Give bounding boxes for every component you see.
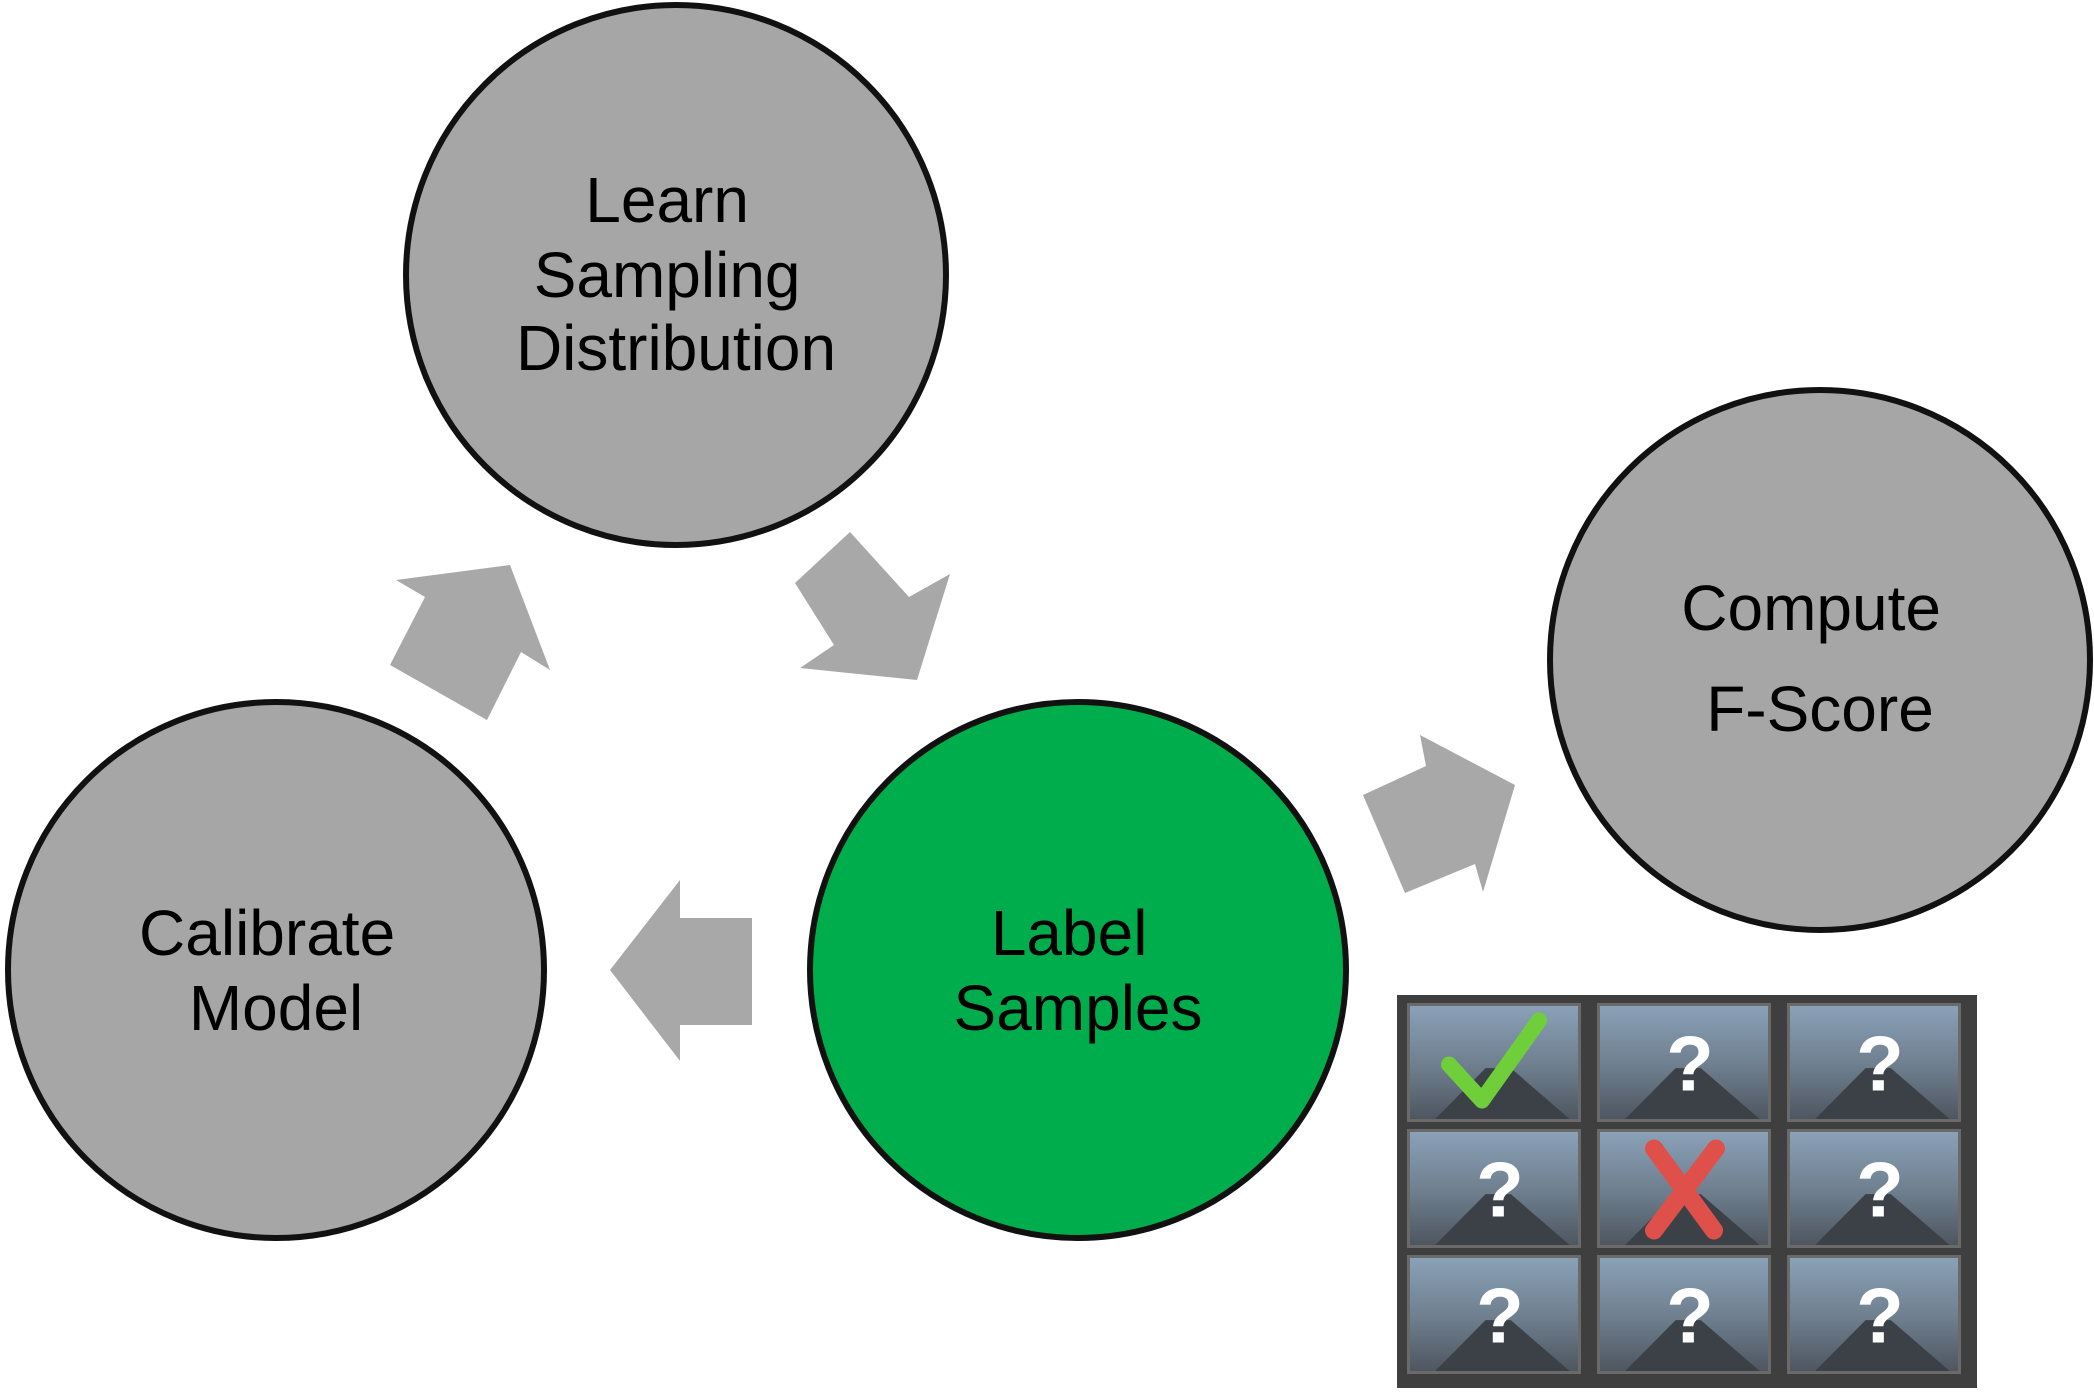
sample-thumbnail: ? <box>1787 1129 1961 1248</box>
road-shape <box>1815 1320 1950 1371</box>
question-icon: ? <box>1856 1020 1904 1108</box>
node-learn-line-3: Distribution <box>516 312 836 384</box>
sample-thumbnail: ? <box>1787 1003 1961 1122</box>
node-learn-sampling-distribution: Learn Sampling Distribution <box>403 2 949 548</box>
question-icon: ? <box>1476 1272 1524 1360</box>
node-label-circle <box>807 699 1349 1241</box>
arrow-label-to-calibrate <box>610 880 752 1061</box>
cross-icon <box>1645 1139 1725 1240</box>
node-compute-circle <box>1547 387 2093 933</box>
node-learn-line-1: Learn <box>585 164 749 236</box>
arrow-learn-to-label <box>795 532 950 680</box>
sample-thumbnail: ? <box>1407 1129 1581 1248</box>
svg-text:Label Samples: Label Samples <box>954 897 1203 1044</box>
road-shape <box>1625 1320 1760 1371</box>
question-icon: ? <box>1476 1146 1524 1234</box>
svg-text:Learn Sampling Dis: Learn Sampling Distribution <box>516 164 836 384</box>
sample-thumbnail: ? <box>1597 1255 1771 1374</box>
road-shape <box>1625 1068 1760 1119</box>
question-icon: ? <box>1856 1272 1904 1360</box>
node-calibrate-line-2: Model <box>189 972 363 1044</box>
sample-thumbnail: ? <box>1787 1255 1961 1374</box>
question-icon: ? <box>1666 1020 1714 1108</box>
node-learn-circle <box>403 2 949 548</box>
node-calibrate-line-1: Calibrate <box>139 897 395 969</box>
road-shape <box>1435 1194 1570 1245</box>
node-learn-line-2: Sampling <box>534 239 801 311</box>
node-label-line-1: Label <box>991 897 1148 969</box>
svg-text:Calibrate Model: Calibrate Model <box>139 897 413 1044</box>
road-shape <box>1815 1194 1950 1245</box>
sample-thumbnail: ? <box>1597 1003 1771 1122</box>
road-shape <box>1435 1068 1570 1119</box>
arrow-calibrate-to-learn <box>390 565 550 720</box>
svg-text:Compute F-Score: Compute F-Score <box>1681 572 1958 745</box>
sample-thumbnail <box>1407 1003 1581 1122</box>
node-label-samples: Label Samples <box>807 699 1349 1241</box>
sample-thumbnail <box>1597 1129 1771 1248</box>
question-icon: ? <box>1856 1146 1904 1234</box>
road-shape <box>1815 1068 1950 1119</box>
node-compute-line-2: F-Score <box>1706 673 1934 745</box>
check-icon <box>1441 1012 1547 1109</box>
arrow-label-to-compute <box>1363 735 1515 893</box>
question-icon: ? <box>1666 1272 1714 1360</box>
node-calibrate-model: Calibrate Model <box>5 699 547 1241</box>
node-compute-f-score: Compute F-Score <box>1547 387 2093 933</box>
sample-thumbnail: ? <box>1407 1255 1581 1374</box>
node-label-line-2: Samples <box>954 972 1203 1044</box>
sample-grid: ??????? <box>1397 995 1977 1388</box>
node-calibrate-circle <box>5 699 547 1241</box>
node-compute-line-1: Compute <box>1681 572 1941 644</box>
road-shape <box>1435 1320 1570 1371</box>
